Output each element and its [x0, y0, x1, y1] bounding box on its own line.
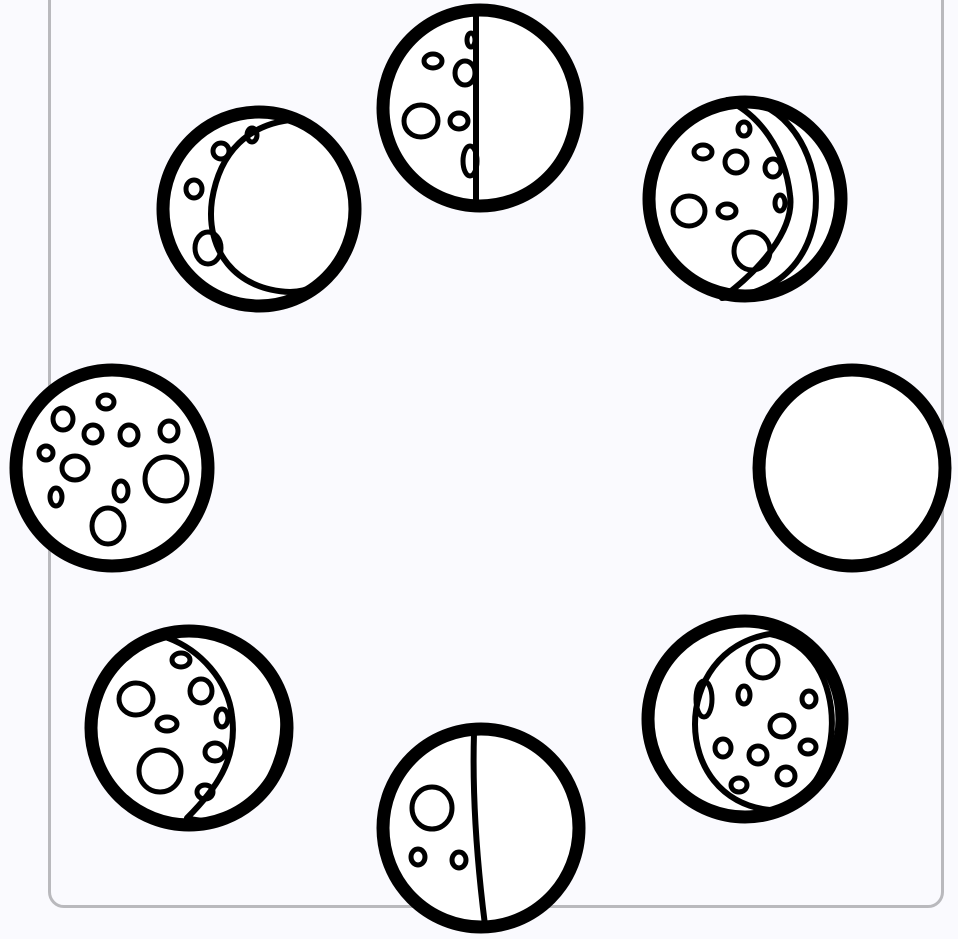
moon-left-icon [16, 370, 208, 566]
moon-top-left-icon [163, 112, 355, 306]
moon-bottom-half-icon [383, 729, 579, 927]
moon-right-icon [759, 370, 945, 566]
moon-top-half-icon [383, 10, 577, 206]
moon-bottom-right-icon [648, 621, 842, 817]
moon-bottom-left-icon [91, 631, 287, 825]
moon-top-right-icon [649, 100, 841, 298]
